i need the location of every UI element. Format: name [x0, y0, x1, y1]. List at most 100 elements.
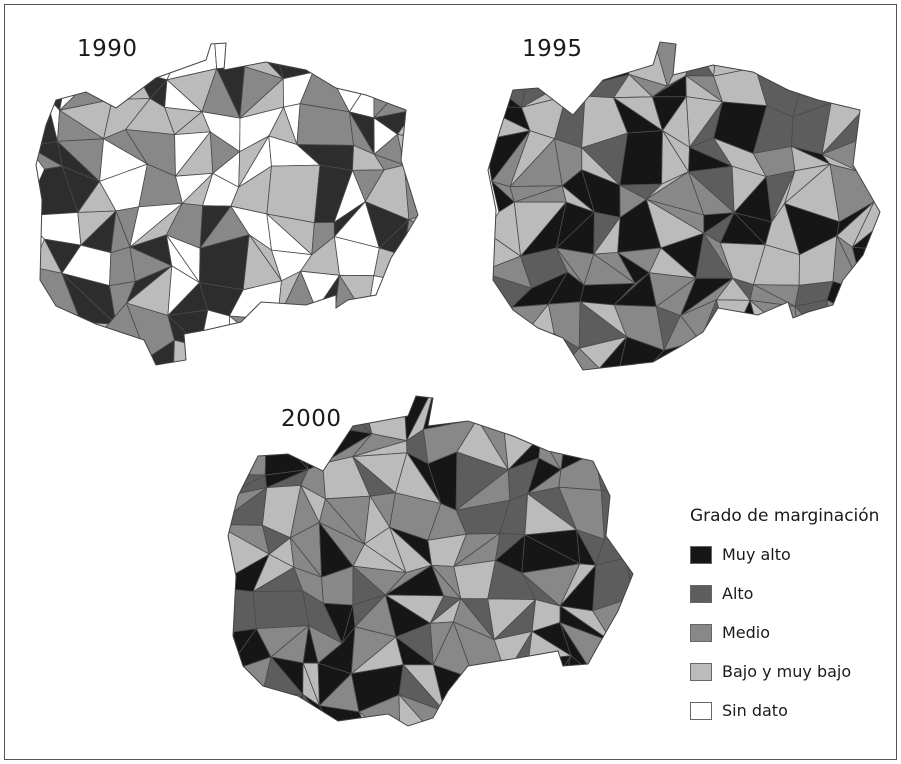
map-region [540, 655, 572, 705]
legend-item-medio: Medio [690, 621, 879, 644]
legend-label: Medio [722, 623, 771, 642]
map-region [715, 299, 751, 348]
map-region [462, 694, 490, 726]
map-region [896, 188, 901, 212]
map-region [308, 43, 336, 74]
map-region [488, 659, 543, 704]
map-region [319, 396, 374, 435]
map-region [607, 396, 631, 430]
legend-label: Sin dato [722, 701, 788, 720]
map-region [334, 311, 368, 339]
choropleth-map-2000 [227, 395, 634, 727]
map-region [252, 590, 310, 630]
map-region [474, 396, 506, 420]
map-region [315, 309, 336, 356]
map-region [366, 305, 412, 351]
map-region [728, 346, 767, 370]
map-region [266, 164, 321, 224]
legend-swatch [690, 701, 712, 720]
map-region [488, 694, 542, 726]
map-region [262, 692, 304, 726]
map-region [443, 709, 465, 726]
map-region [488, 42, 532, 86]
legend-item-muy-alto: Muy alto [690, 543, 879, 566]
map-region [593, 658, 633, 716]
map-region [476, 398, 505, 426]
map-region [462, 678, 490, 712]
map-region [319, 310, 346, 357]
map-region [111, 70, 151, 100]
map-region [536, 696, 561, 726]
map-region [816, 42, 875, 87]
map-region [547, 301, 581, 349]
map-region [699, 340, 733, 370]
legend-label: Muy alto [722, 545, 791, 564]
map-region [228, 315, 275, 353]
map-region [794, 305, 838, 352]
map-region [429, 710, 465, 726]
map-region [141, 339, 175, 365]
legend-item-bajo-y-muy-bajo: Bajo y muy bajo [690, 660, 879, 683]
map-region [527, 655, 572, 705]
map-region [781, 42, 827, 78]
map-region [38, 321, 82, 346]
map-year-2000: 2000 [281, 406, 342, 432]
map-region [593, 396, 631, 435]
map-region [529, 42, 569, 83]
legend-swatch [690, 584, 712, 603]
map-region [817, 42, 875, 79]
map-region [372, 65, 418, 119]
map-region [294, 396, 326, 426]
map-region [593, 433, 633, 456]
map-region [826, 281, 864, 321]
choropleth-map-1990 [35, 42, 419, 366]
map-region [39, 314, 83, 343]
map-region [334, 43, 386, 76]
map-year-1995: 1995 [522, 36, 583, 62]
legend-item-alto: Alto [690, 582, 879, 605]
map-region [593, 428, 633, 456]
map-region [251, 402, 298, 423]
map-region [294, 421, 324, 466]
map-region [228, 419, 267, 476]
legend-title: Grado de marginación [690, 506, 880, 526]
legend-label: Bajo y muy bajo [722, 662, 852, 681]
map-region [365, 317, 412, 351]
map-region [826, 299, 867, 358]
map-region [272, 319, 322, 356]
map-region [896, 202, 901, 240]
map-region [754, 42, 806, 76]
legend-swatch [690, 623, 712, 642]
map-region [366, 275, 418, 320]
map-region [555, 396, 609, 436]
map-year-1990: 1990 [77, 36, 138, 62]
map-region [276, 309, 321, 357]
legend-label: Alto [722, 584, 754, 603]
map-region [398, 693, 432, 726]
legend-swatch [690, 545, 712, 564]
map-region [565, 80, 587, 97]
map-region [228, 403, 268, 442]
map-region [228, 692, 275, 726]
map-region [473, 674, 507, 696]
map-region [576, 42, 615, 83]
map-region [564, 433, 596, 454]
map-region [273, 693, 304, 726]
map-region [625, 557, 633, 599]
map-region [713, 42, 764, 77]
legend-item-sin-dato: Sin dato [690, 699, 879, 722]
choropleth-map-1995 [487, 41, 881, 371]
map-region [228, 403, 267, 421]
map-region [593, 675, 633, 715]
map-legend: Grado de marginación Muy alto Alto Medio… [690, 506, 879, 738]
map-region [264, 418, 309, 476]
map-region [373, 43, 418, 76]
map-region [294, 396, 326, 424]
map-region [557, 42, 602, 83]
legend-swatch [690, 662, 712, 681]
map-region [332, 46, 375, 82]
map-region [794, 299, 837, 352]
map-region [600, 42, 630, 83]
figure-frame [4, 4, 897, 760]
map-region [96, 70, 137, 101]
